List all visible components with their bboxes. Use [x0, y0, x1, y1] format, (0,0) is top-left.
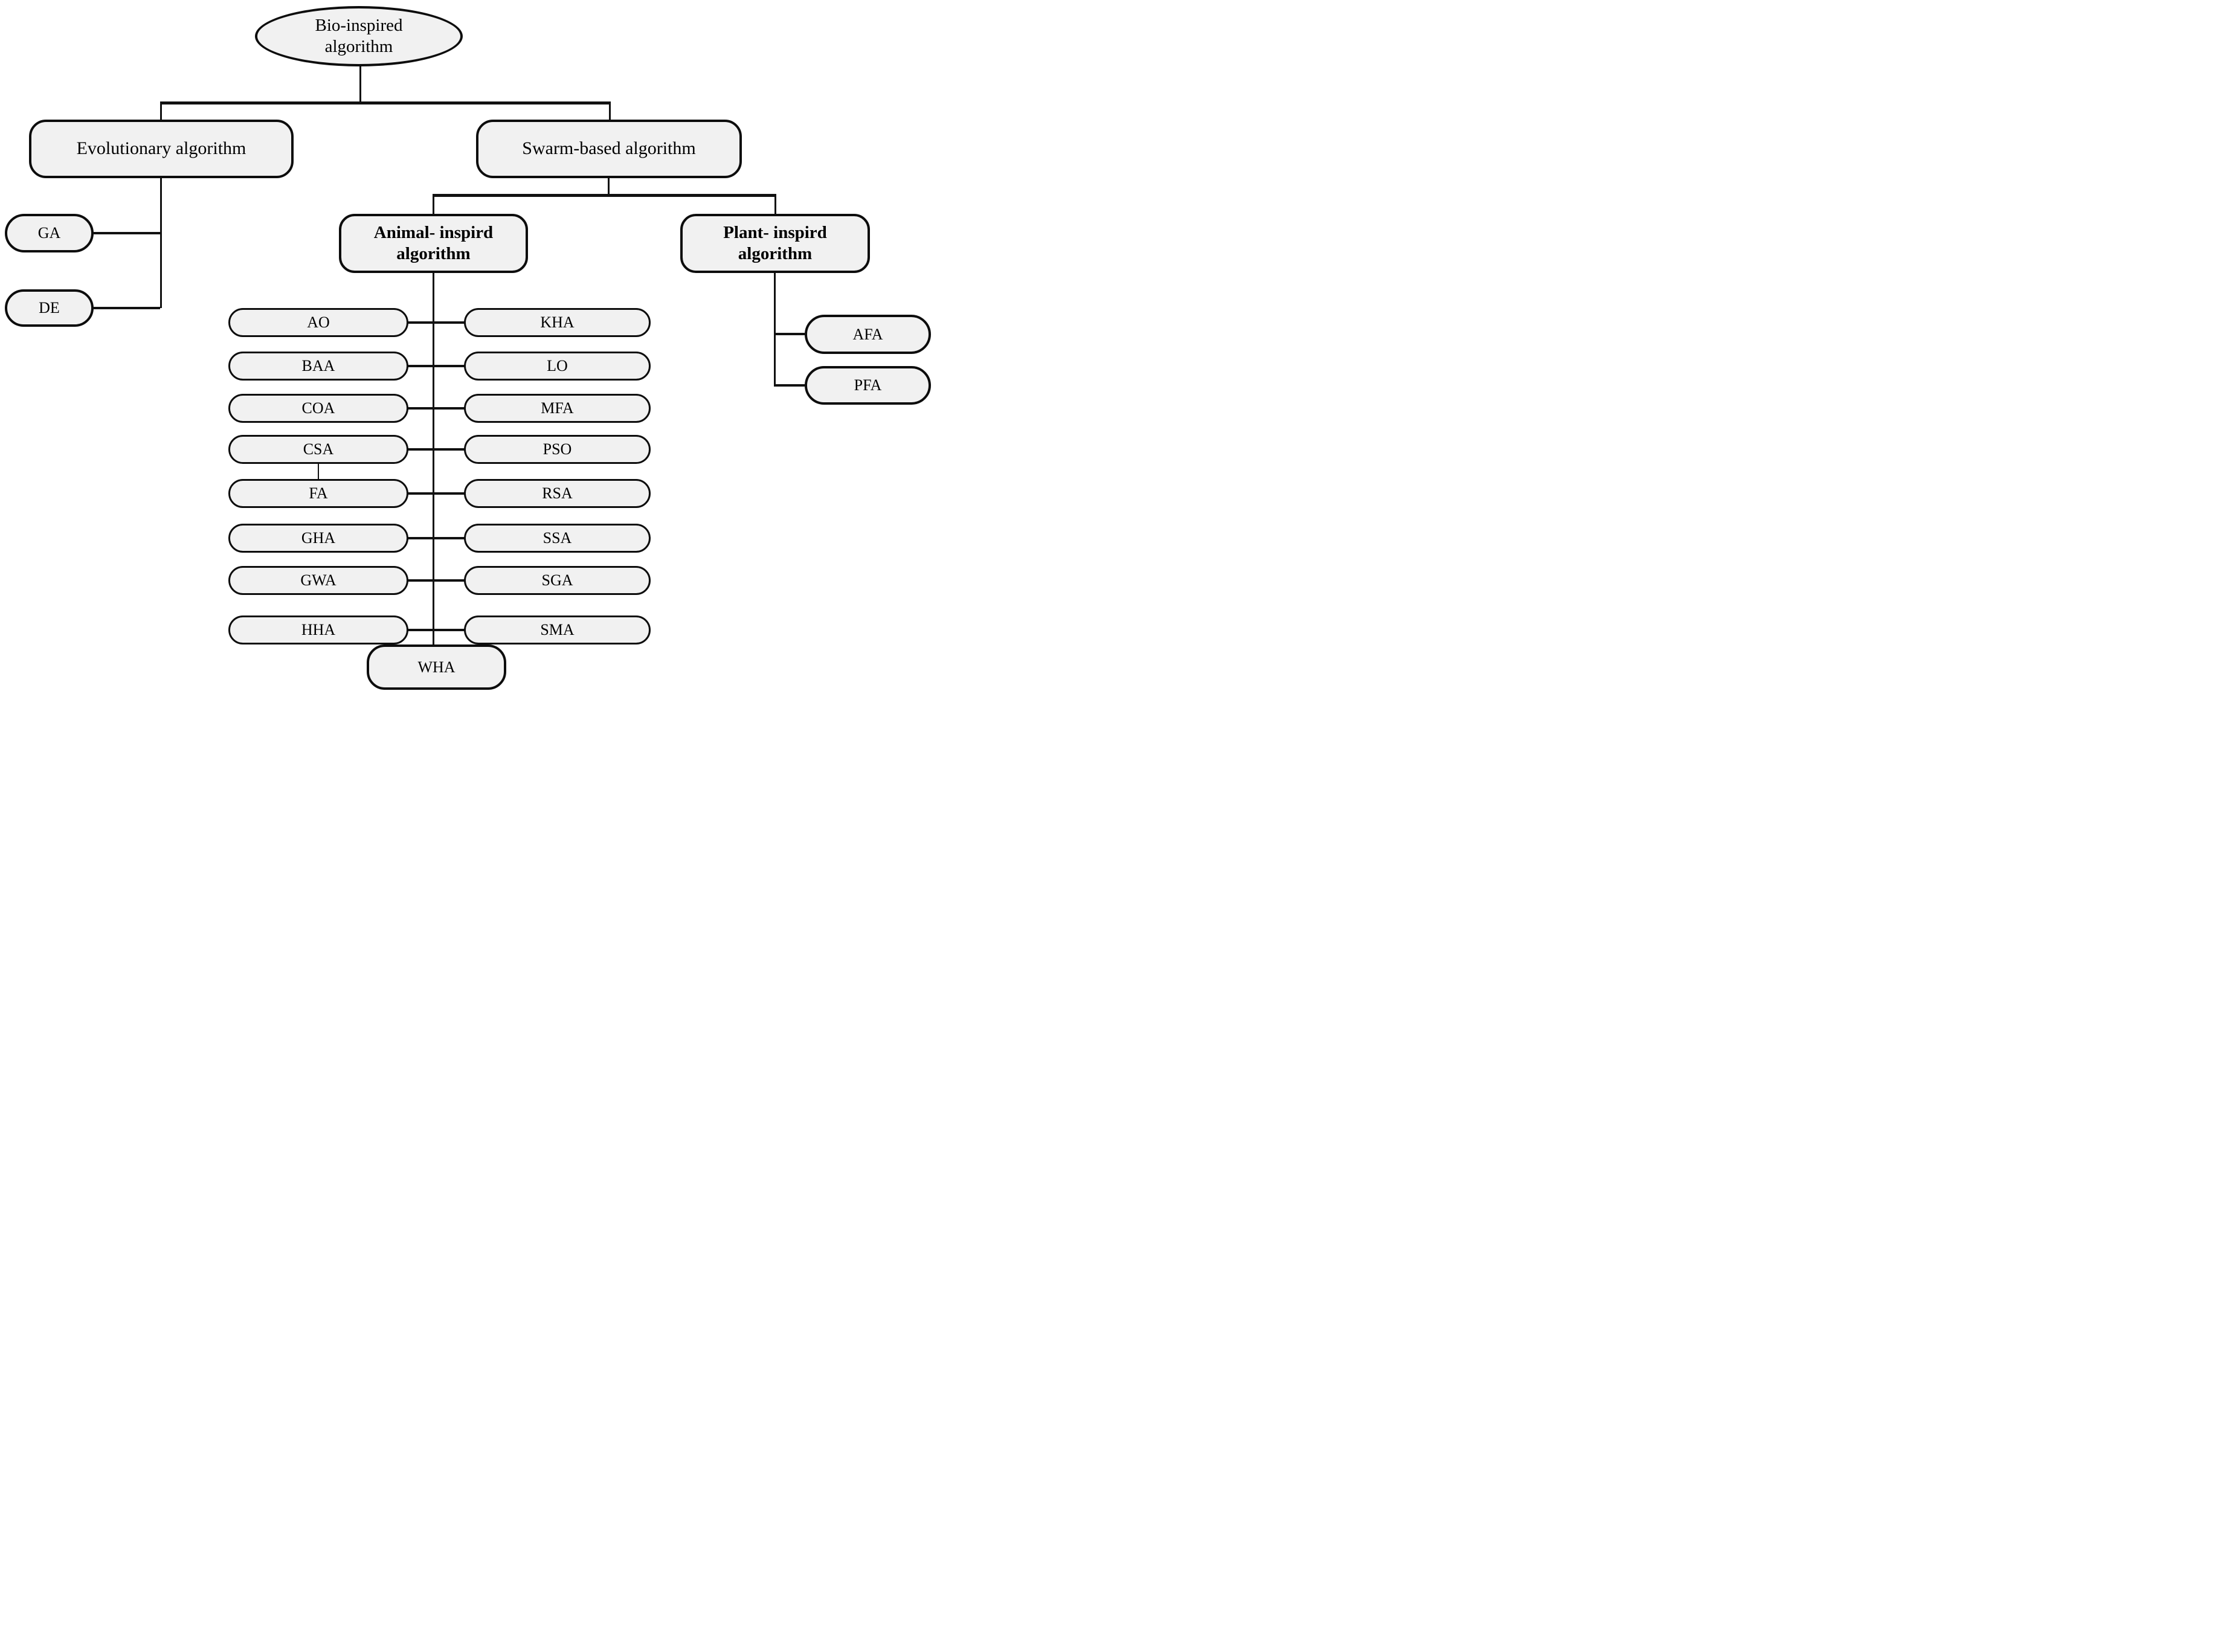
- node-animal-inspired-line1: Animal- inspird: [373, 222, 494, 242]
- connector-swarm-stem: [608, 178, 610, 195]
- node-ga-label: GA: [37, 224, 61, 242]
- node-gwa-label: GWA: [300, 571, 336, 590]
- connector-afa: [775, 333, 805, 335]
- node-animal-inspired-line2: algorithm: [396, 244, 471, 263]
- node-baa: BAA: [228, 352, 408, 381]
- node-de: DE: [5, 289, 94, 327]
- node-wha-label: WHA: [417, 658, 456, 676]
- connector-pfa: [775, 384, 805, 387]
- node-pfa: PFA: [805, 366, 931, 405]
- connector-row-gwa-sga: [406, 579, 466, 582]
- node-ga: GA: [5, 214, 94, 252]
- node-csa-label: CSA: [303, 440, 334, 458]
- node-gwa: GWA: [228, 566, 408, 595]
- connector-level3-horizontal: [433, 194, 776, 197]
- connector-csa-fa: [318, 464, 319, 479]
- node-pso: PSO: [464, 435, 651, 464]
- node-sma: SMA: [464, 615, 651, 644]
- node-pfa-label: PFA: [854, 376, 882, 394]
- node-gha-label: GHA: [301, 529, 336, 547]
- node-baa-label: BAA: [301, 357, 335, 375]
- connector-evolutionary-stem: [160, 178, 162, 308]
- node-pso-label: PSO: [543, 440, 572, 458]
- node-evolutionary-algorithm: Evolutionary algorithm: [29, 120, 294, 178]
- node-coa: COA: [228, 394, 408, 423]
- connector-row-gha-ssa: [406, 537, 466, 539]
- node-de-label: DE: [39, 299, 60, 317]
- connector-row-hha-sma: [406, 629, 466, 631]
- node-sma-label: SMA: [540, 621, 575, 639]
- connector-root-stem: [359, 65, 361, 104]
- connector-row-fa-rsa: [406, 492, 466, 495]
- node-bio-inspired-algorithm-line1: Bio-inspired: [315, 15, 403, 35]
- node-kha: KHA: [464, 308, 651, 337]
- connector-plant-drop: [774, 196, 776, 214]
- node-swarm-based-algorithm-label: Swarm-based algorithm: [522, 138, 696, 159]
- node-ssa: SSA: [464, 524, 651, 553]
- node-ssa-label: SSA: [543, 529, 572, 547]
- connector-row-csa-pso: [406, 448, 466, 451]
- node-ao-label: AO: [307, 313, 330, 332]
- bio-inspired-algorithm-diagram: Bio-inspired algorithm Evolutionary algo…: [0, 0, 933, 692]
- connector-row-ao-kha: [406, 321, 466, 324]
- node-coa-label: COA: [301, 399, 335, 417]
- connector-plant-stem: [774, 273, 776, 387]
- node-bio-inspired-algorithm: Bio-inspired algorithm: [255, 6, 463, 66]
- node-afa-label: AFA: [852, 325, 883, 343]
- connector-level2-horizontal: [160, 101, 611, 104]
- connector-animal-drop: [433, 196, 434, 214]
- node-mfa-label: MFA: [541, 399, 574, 417]
- node-mfa: MFA: [464, 394, 651, 423]
- node-rsa-label: RSA: [542, 484, 573, 503]
- node-animal-inspired-algorithm: Animal- inspird algorithm: [339, 214, 528, 273]
- node-plant-inspired-algorithm: Plant- inspird algorithm: [680, 214, 870, 273]
- node-plant-inspired-line2: algorithm: [738, 244, 813, 263]
- node-plant-inspired-line1: Plant- inspird: [723, 222, 827, 242]
- connector-animal-central-line: [433, 273, 434, 644]
- connector-de: [94, 307, 160, 309]
- connector-row-coa-mfa: [406, 407, 466, 410]
- node-kha-label: KHA: [540, 313, 575, 332]
- connector-ga: [94, 232, 160, 234]
- node-hha-label: HHA: [301, 621, 336, 639]
- node-sga: SGA: [464, 566, 651, 595]
- node-csa: CSA: [228, 435, 408, 464]
- node-wha: WHA: [367, 644, 506, 690]
- node-lo: LO: [464, 352, 651, 381]
- node-ao: AO: [228, 308, 408, 337]
- node-fa: FA: [228, 479, 408, 508]
- node-swarm-based-algorithm: Swarm-based algorithm: [476, 120, 742, 178]
- connector-evolutionary-drop: [160, 104, 162, 120]
- connector-swarm-drop: [609, 104, 611, 120]
- node-gha: GHA: [228, 524, 408, 553]
- connector-row-baa-lo: [406, 365, 466, 367]
- node-hha: HHA: [228, 615, 408, 644]
- node-rsa: RSA: [464, 479, 651, 508]
- node-afa: AFA: [805, 315, 931, 354]
- node-bio-inspired-algorithm-line2: algorithm: [324, 37, 393, 56]
- node-sga-label: SGA: [541, 571, 573, 590]
- node-lo-label: LO: [547, 357, 568, 375]
- node-evolutionary-algorithm-label: Evolutionary algorithm: [76, 138, 246, 159]
- node-fa-label: FA: [309, 484, 328, 503]
